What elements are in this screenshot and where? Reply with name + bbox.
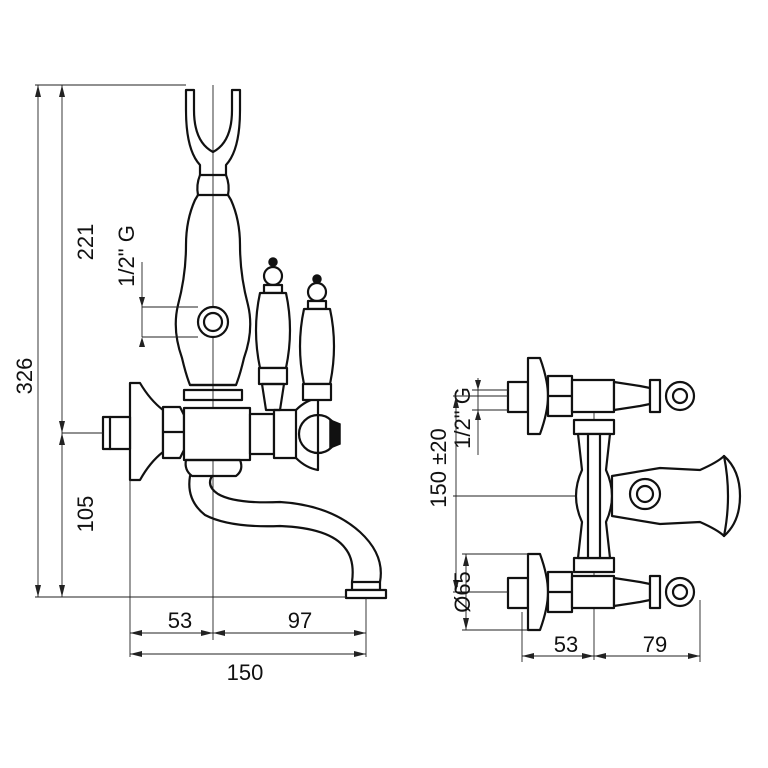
handle-connector bbox=[248, 412, 276, 456]
wall-pipe bbox=[101, 415, 132, 451]
upper-inlet bbox=[506, 356, 696, 436]
front-dim-spacing: 150 ±20 bbox=[426, 428, 451, 507]
front-spout bbox=[610, 454, 742, 538]
front-dim-left-offset: 53 bbox=[554, 632, 578, 657]
side-view: 326 221 105 1/2" G 53 97 150 bbox=[12, 84, 388, 685]
front-dim-right-offset: 79 bbox=[643, 632, 667, 657]
valve-housing bbox=[272, 408, 298, 460]
central-body bbox=[182, 406, 252, 462]
shower-outlet-inner bbox=[202, 311, 224, 333]
spout bbox=[188, 474, 382, 592]
dim-left-offset: 53 bbox=[168, 608, 192, 633]
dim-lower-height: 105 bbox=[73, 496, 98, 533]
wall-flange bbox=[128, 381, 165, 482]
bridge-bar bbox=[572, 418, 616, 574]
dim-total-height: 326 bbox=[12, 358, 37, 395]
lower-inlet bbox=[506, 552, 696, 632]
dim-total-width: 150 bbox=[227, 660, 264, 685]
front-dim-thread: 1/2" G bbox=[450, 387, 475, 449]
front-dim-diameter: Ø65 bbox=[450, 571, 475, 613]
valve-dial-end bbox=[329, 418, 341, 450]
valve-cover bbox=[294, 396, 320, 472]
vase-collar bbox=[182, 388, 244, 402]
front-view: 1/2" G 150 ±20 Ø65 53 79 bbox=[426, 356, 742, 662]
shower-hook bbox=[184, 88, 242, 177]
dim-right-offset: 97 bbox=[288, 608, 312, 633]
hook-stem bbox=[196, 173, 230, 197]
dim-upper-height: 221 bbox=[73, 224, 98, 261]
body-ring-lower bbox=[184, 458, 243, 478]
dim-thread: 1/2" G bbox=[114, 225, 139, 287]
lever-handle-front bbox=[298, 274, 336, 402]
lever-handle-rear bbox=[254, 257, 292, 412]
spout-tip bbox=[344, 588, 388, 600]
